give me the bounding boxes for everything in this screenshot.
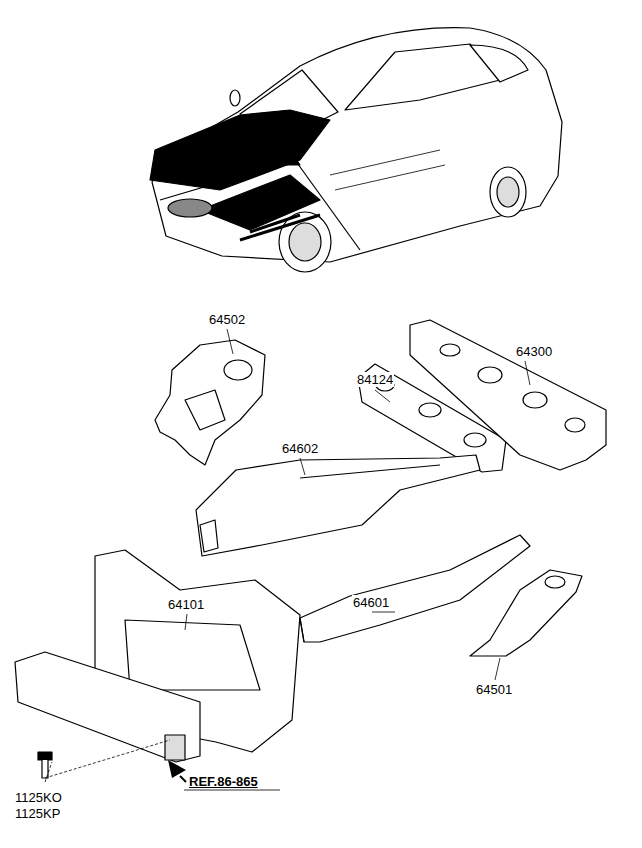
reference-note: REF.86-865 xyxy=(188,774,259,789)
part-number: 84124 xyxy=(356,372,394,387)
bolt-number: 1125KP xyxy=(14,806,61,821)
part-number: 64300 xyxy=(515,344,553,359)
part-number: 64602 xyxy=(281,441,319,456)
part-number: 64501 xyxy=(475,682,513,697)
part-number: 64101 xyxy=(167,597,205,612)
bolt-number: 1125KO xyxy=(14,790,63,805)
part-number: 64601 xyxy=(352,595,390,610)
part-number: 64502 xyxy=(208,312,246,327)
